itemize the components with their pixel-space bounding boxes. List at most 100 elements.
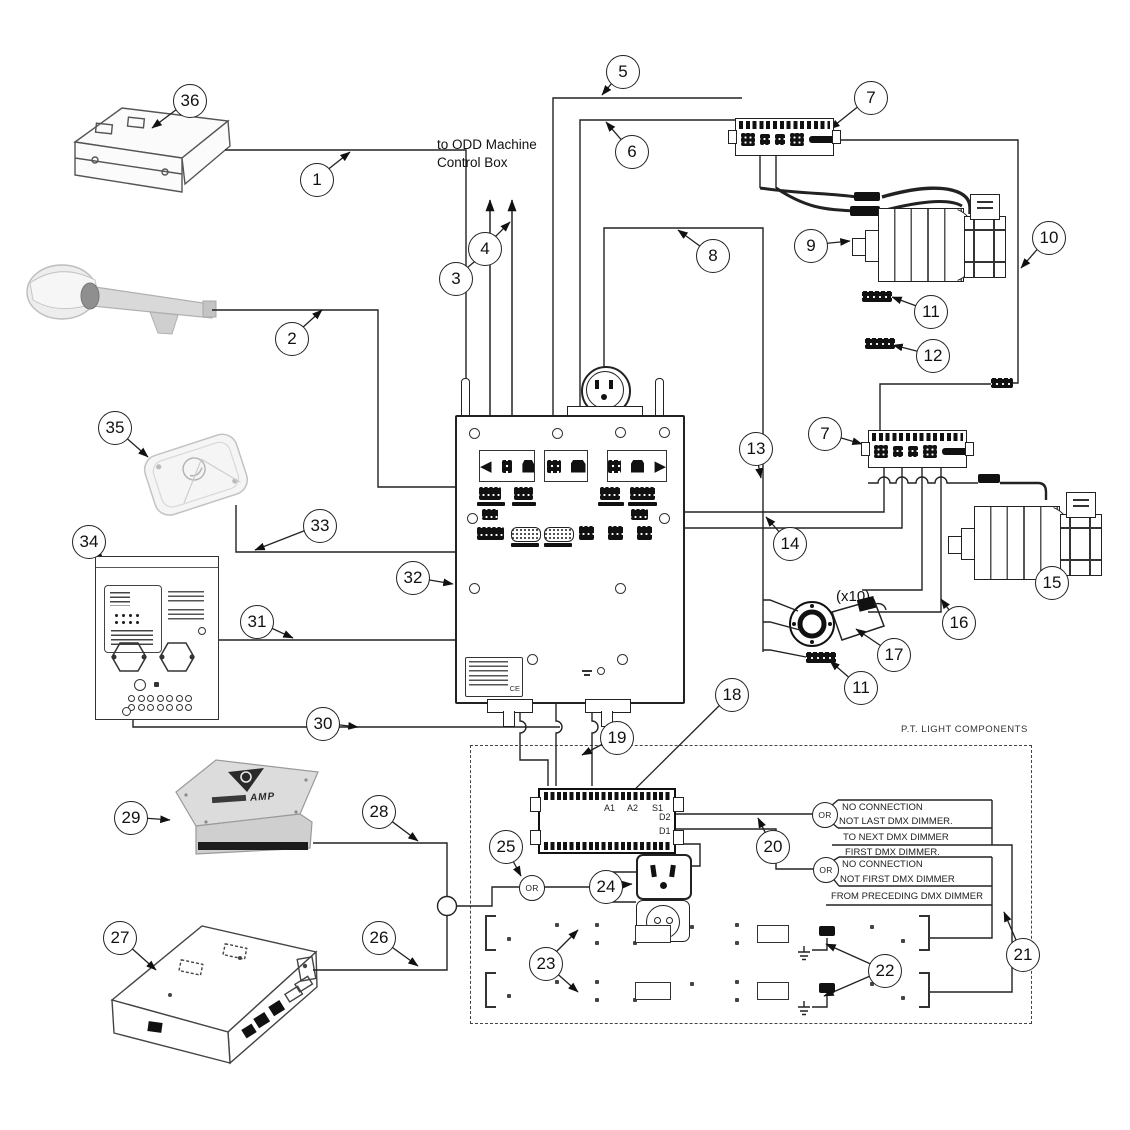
- dimmer-label-d2: D2: [659, 812, 671, 822]
- x10-label: (x10): [836, 588, 871, 605]
- chassis-screw: [122, 707, 131, 716]
- inline-connector: [991, 378, 1013, 388]
- callout-28: 28: [362, 795, 396, 829]
- dimmer-terminal-row-top: [544, 792, 670, 800]
- callout-14: 14: [773, 527, 807, 561]
- dimmer-label-a1: A1: [604, 803, 616, 813]
- connector-6pin-icon: [923, 445, 937, 458]
- callout-24: 24: [589, 870, 623, 904]
- usb-port: [637, 526, 652, 540]
- callout-12: 12: [916, 339, 950, 373]
- usb-port: [608, 526, 623, 540]
- callout-35: 35: [98, 411, 132, 445]
- antenna-post: [461, 378, 470, 418]
- connector-4pin-icon: [893, 446, 903, 457]
- sensor-pod: [143, 433, 249, 516]
- spec-label-card: [104, 585, 162, 653]
- callout-34: 34: [72, 525, 106, 559]
- connector-4pin-icon: [908, 446, 918, 457]
- inline-connector: [865, 338, 895, 349]
- connector-4pin-icon: [608, 459, 621, 473]
- lamp-module: [757, 982, 789, 1000]
- db9-connector: [544, 527, 574, 542]
- or-option-circle: OR: [519, 875, 545, 901]
- card-edge-slot: [809, 136, 835, 143]
- callout-30: 30: [306, 707, 340, 741]
- callout-26: 26: [362, 921, 396, 955]
- odd-machine-note: to ODD Machine Control Box: [437, 136, 537, 171]
- connector-6pin-icon: [741, 133, 755, 146]
- dmx-note-1: NO CONNECTION: [842, 802, 923, 813]
- motor-terminal-cap: [970, 194, 1000, 220]
- twist-lock-power-inlet: [567, 366, 655, 420]
- odd-machine-arrows: [485, 199, 517, 415]
- motor-terminal-cap: [1066, 492, 1096, 518]
- lamp-module: [635, 982, 671, 1000]
- pt-light-components-region: [470, 745, 1032, 1024]
- inline-connector: [806, 652, 836, 663]
- callout-32: 32: [396, 561, 430, 595]
- mounting-bracket: [73, 107, 231, 193]
- callout-19: 19: [600, 721, 634, 755]
- card-edge-slot: [942, 448, 968, 455]
- dimmer-label-a2: A2: [627, 803, 639, 813]
- dmx-note-6: NOT FIRST DMX DIMMER: [840, 874, 955, 885]
- connector-usb-icon: [522, 459, 534, 473]
- left-arrow-icon: ◀: [480, 457, 492, 475]
- callout-11b: 11: [844, 671, 878, 705]
- connector-usb-icon: [570, 459, 586, 473]
- connector-usb-icon: [630, 459, 645, 473]
- dimmer-label-s1: S1: [652, 803, 664, 813]
- callout-25: 25: [489, 830, 523, 864]
- connector-6pin-icon: [790, 133, 804, 146]
- bar-power-connector: [819, 926, 835, 936]
- relay-terminal-strip: [861, 430, 974, 468]
- label-fine-print: [469, 661, 508, 687]
- cable-junction: [436, 895, 458, 917]
- connector-4pin-icon: [775, 134, 785, 145]
- callout-16: 16: [942, 606, 976, 640]
- inline-connector: [862, 291, 892, 302]
- callout-20: 20: [756, 830, 790, 864]
- dmx-note-4: FIRST DMX DIMMER.: [845, 847, 940, 858]
- terminal-block: [630, 487, 655, 500]
- pt-light-components-label: P.T. LIGHT COMPONENTS: [901, 724, 1028, 735]
- connector-4pin-icon: [501, 459, 513, 473]
- terminal-block: [514, 487, 533, 500]
- callout-8: 8: [696, 239, 730, 273]
- pt-light-bar: [485, 915, 930, 951]
- rating-label-plate: CE: [465, 657, 523, 697]
- callout-23: 23: [529, 947, 563, 981]
- callout-21: 21: [1006, 938, 1040, 972]
- terminal-pin-row: [872, 433, 963, 441]
- callout-10: 10: [1032, 221, 1066, 255]
- callout-31: 31: [240, 605, 274, 639]
- callout-9: 9: [794, 229, 828, 263]
- dmx-dimmer: A1 A2 S1 D2 D1: [530, 788, 684, 854]
- amplifier: [175, 759, 319, 855]
- pt-light-bar: [485, 972, 930, 1008]
- output-terminal-strip: [128, 695, 192, 711]
- callout-13: 13: [739, 432, 773, 466]
- enclosure-foot-peg: [503, 711, 515, 727]
- ce-mark: CE: [509, 684, 520, 693]
- terminal-block: [482, 509, 498, 520]
- dmx-note-2: NOT LAST DMX DIMMER.: [839, 816, 953, 827]
- hex-knockout: [159, 642, 195, 672]
- amp-wordmark: AMP: [249, 791, 276, 804]
- callout-15: 15: [1035, 566, 1069, 600]
- callout-33: 33: [303, 509, 337, 543]
- terminal-pin-row: [739, 121, 830, 129]
- callout-5: 5: [606, 55, 640, 89]
- right-arrow-icon: ▶: [654, 457, 666, 475]
- pilot-hole: [134, 679, 146, 691]
- callout-2: 2: [275, 322, 309, 356]
- odd-machine-note-line1: to ODD Machine: [437, 137, 537, 152]
- cable-lugs: [850, 192, 1000, 483]
- central-control-box: ◀ ▶ CE: [455, 415, 685, 704]
- drive-motor: [948, 488, 1102, 583]
- dimmer-terminal-row-bottom: [544, 842, 670, 850]
- db9-connector: [511, 527, 541, 542]
